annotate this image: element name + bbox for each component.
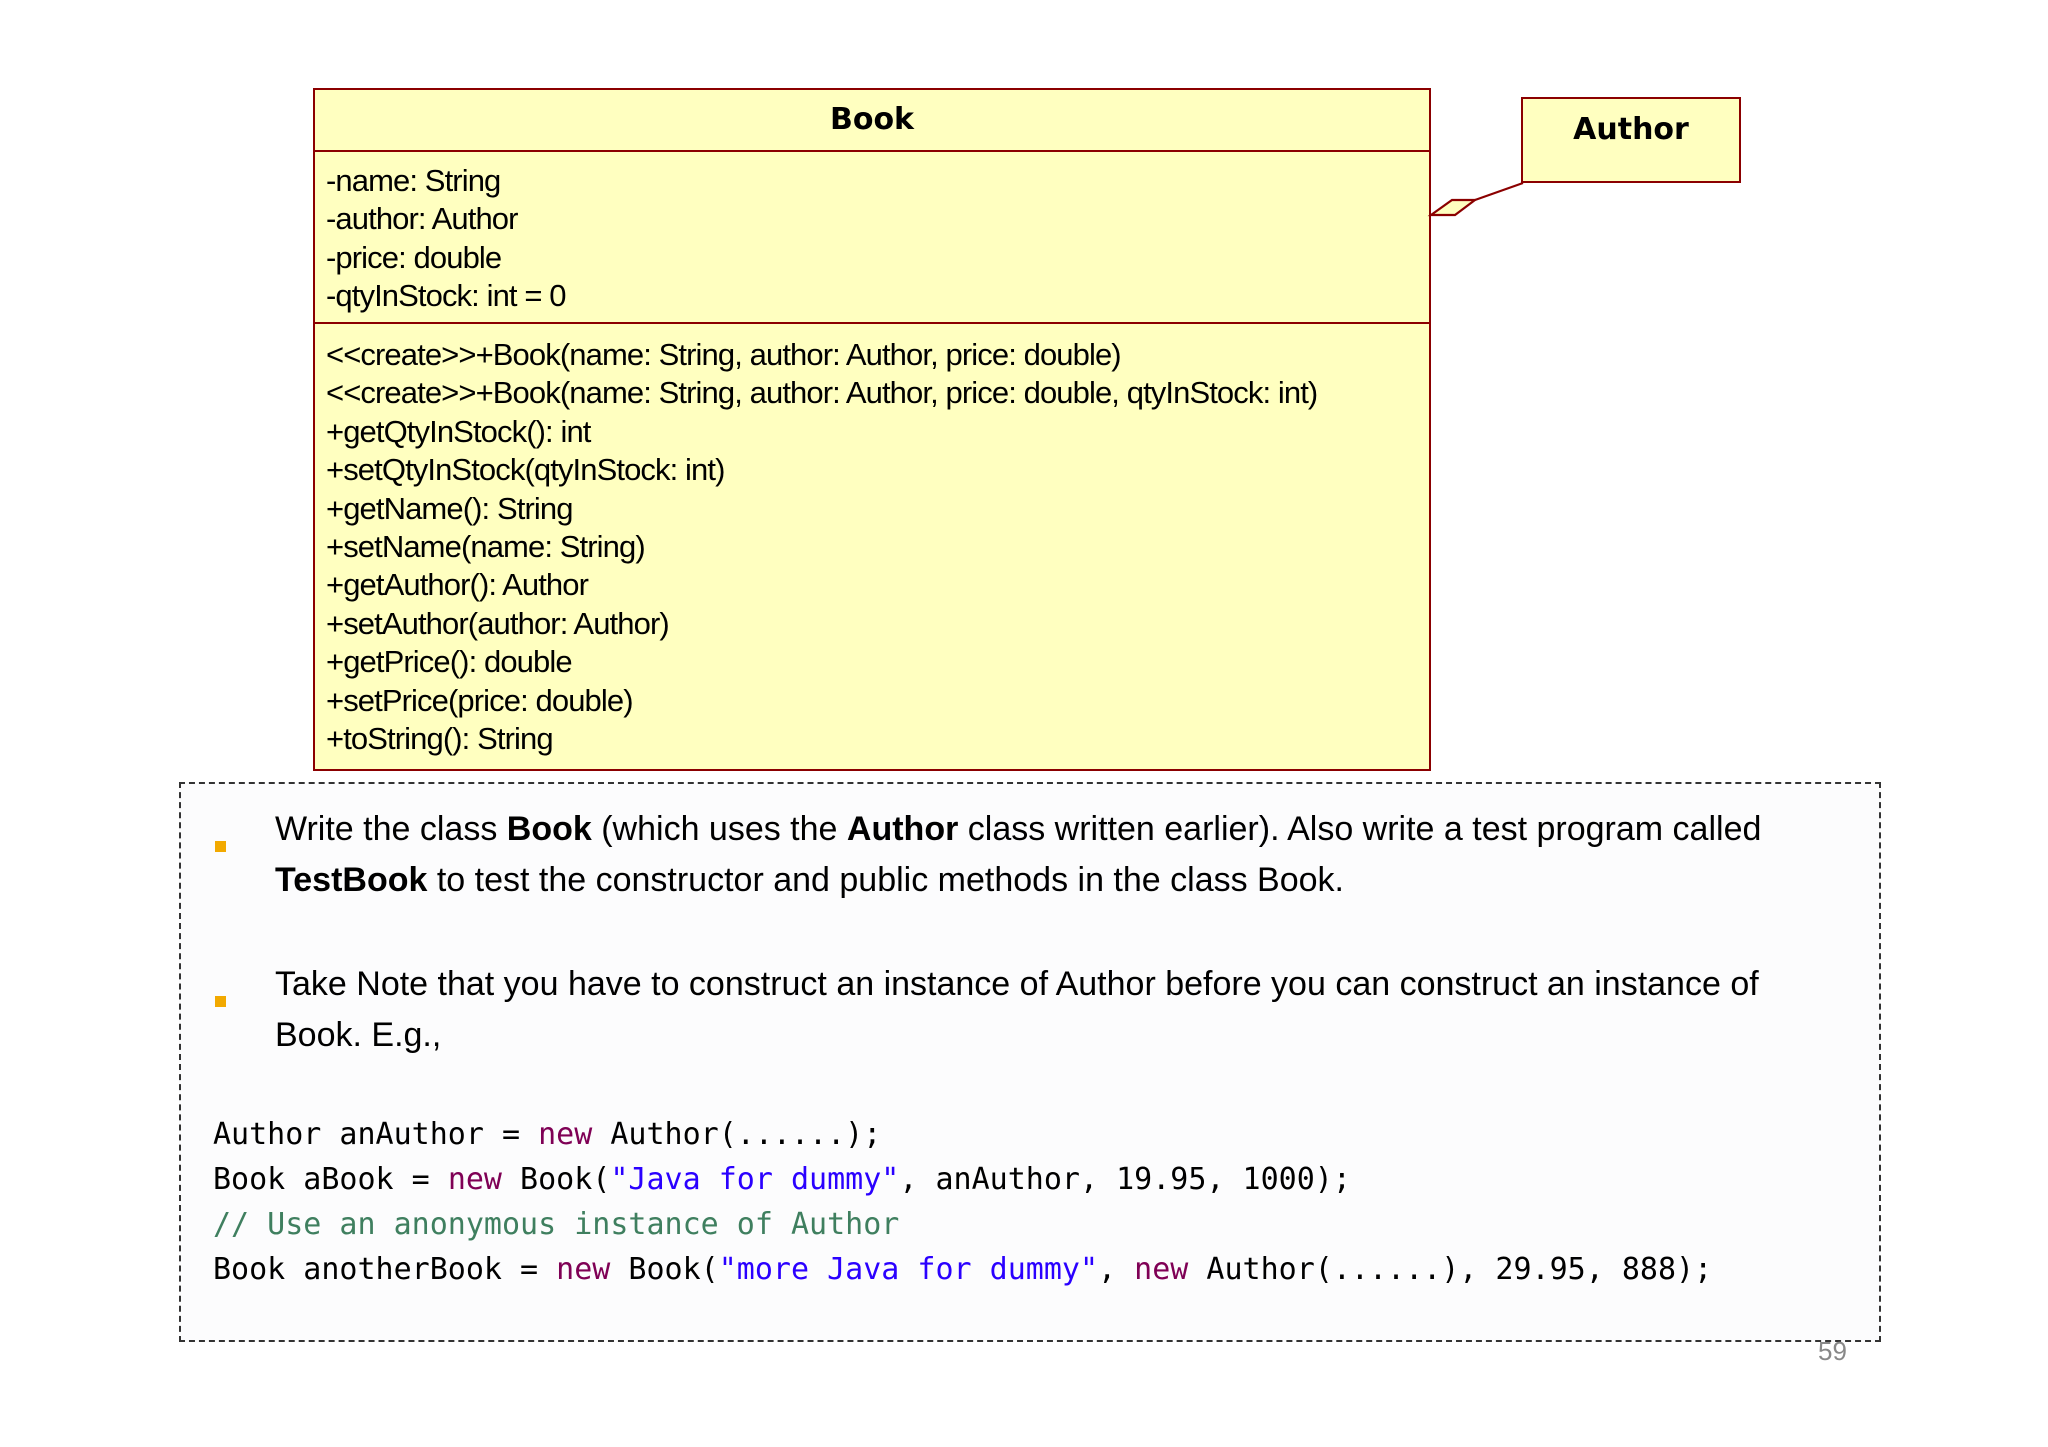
code-text: Author anAuthor = [213, 1117, 539, 1152]
book-operation: +getPrice(): double [326, 644, 573, 680]
author-class-name: Author [1573, 112, 1689, 147]
code-line: Author anAuthor = new Author(......); [213, 1112, 1712, 1157]
code-text: , [1098, 1252, 1135, 1287]
book-operation: <<create>>+Book(name: String, author: Au… [326, 337, 1122, 372]
text-run: Write the class [275, 810, 507, 848]
code-line: Book aBook = new Book("Java for dummy", … [213, 1157, 1712, 1202]
code-comment: // Use an anonymous instance of Author [213, 1207, 900, 1242]
book-operation: +getAuthor(): Author [326, 567, 589, 603]
bold-class-name: Author [846, 810, 959, 848]
code-text: Author(......); [592, 1117, 882, 1152]
book-class-name: Book [315, 90, 1429, 152]
book-attribute: -author: Author [326, 201, 518, 237]
book-class-box: Book -name: String -author: Author -pric… [313, 88, 1431, 771]
book-operation: +setName(name: String) [326, 529, 646, 565]
book-operation: +toString(): String [326, 721, 554, 757]
code-text: Book anotherBook = [213, 1252, 557, 1287]
bullet-text: Take Note that you have to construct an … [275, 965, 1759, 1054]
book-operation: +setQtyInStock(qtyInStock: int) [326, 452, 725, 488]
page-number: 59 [1818, 1336, 1847, 1366]
code-keyword: new [1134, 1252, 1189, 1287]
code-text: , anAuthor, 19.95, 1000); [899, 1162, 1351, 1197]
author-class-box: Author [1521, 97, 1741, 183]
code-keyword: new [447, 1162, 502, 1197]
book-operation: +setAuthor(author: Author) [326, 605, 670, 641]
code-text: Book aBook = [213, 1162, 448, 1197]
code-line: // Use an anonymous instance of Author [213, 1202, 1712, 1247]
book-operation: +getName(): String [326, 490, 573, 526]
code-keyword: new [538, 1117, 593, 1152]
bold-class-name: Book [506, 810, 592, 848]
book-attribute: -price: double [326, 239, 502, 275]
code-text: Author(......), 29.95, 888); [1188, 1252, 1713, 1287]
code-string: "Java for dummy" [610, 1162, 900, 1197]
exercise-box: Write the class Book (which uses the Aut… [179, 782, 1881, 1342]
text-run: to test the constructor and public metho… [427, 861, 1344, 899]
book-attribute: -qtyInStock: int = 0 [326, 278, 567, 314]
code-line: Book anotherBook = new Book("more Java f… [213, 1247, 1712, 1292]
square-bullet-icon [215, 996, 226, 1007]
code-text: Book( [502, 1162, 611, 1197]
book-operation: +getQtyInStock(): int [326, 413, 591, 449]
square-bullet-icon [215, 841, 226, 852]
code-string: "more Java for dummy" [718, 1252, 1099, 1287]
book-attribute: -name: String [326, 163, 501, 198]
book-attributes-compartment: -name: String -author: Author -price: do… [315, 152, 1429, 324]
code-example: Author anAuthor = new Author(......);Boo… [213, 1112, 1712, 1292]
bold-class-name: TestBook [275, 861, 428, 899]
text-run: class written earlier). Also write a tes… [958, 810, 1762, 848]
association-line [1474, 181, 1524, 202]
code-text: Book( [610, 1252, 719, 1287]
bullet-text: Write the class Book (which uses the Aut… [275, 804, 1855, 906]
book-operation: <<create>>+Book(name: String, author: Au… [326, 375, 1318, 411]
aggregation-diamond-icon [1427, 198, 1479, 217]
book-operations-compartment: <<create>>+Book(name: String, author: Au… [315, 324, 1429, 758]
code-keyword: new [556, 1252, 611, 1287]
text-run: (which uses the [591, 810, 847, 848]
book-operation: +setPrice(price: double) [326, 682, 634, 718]
